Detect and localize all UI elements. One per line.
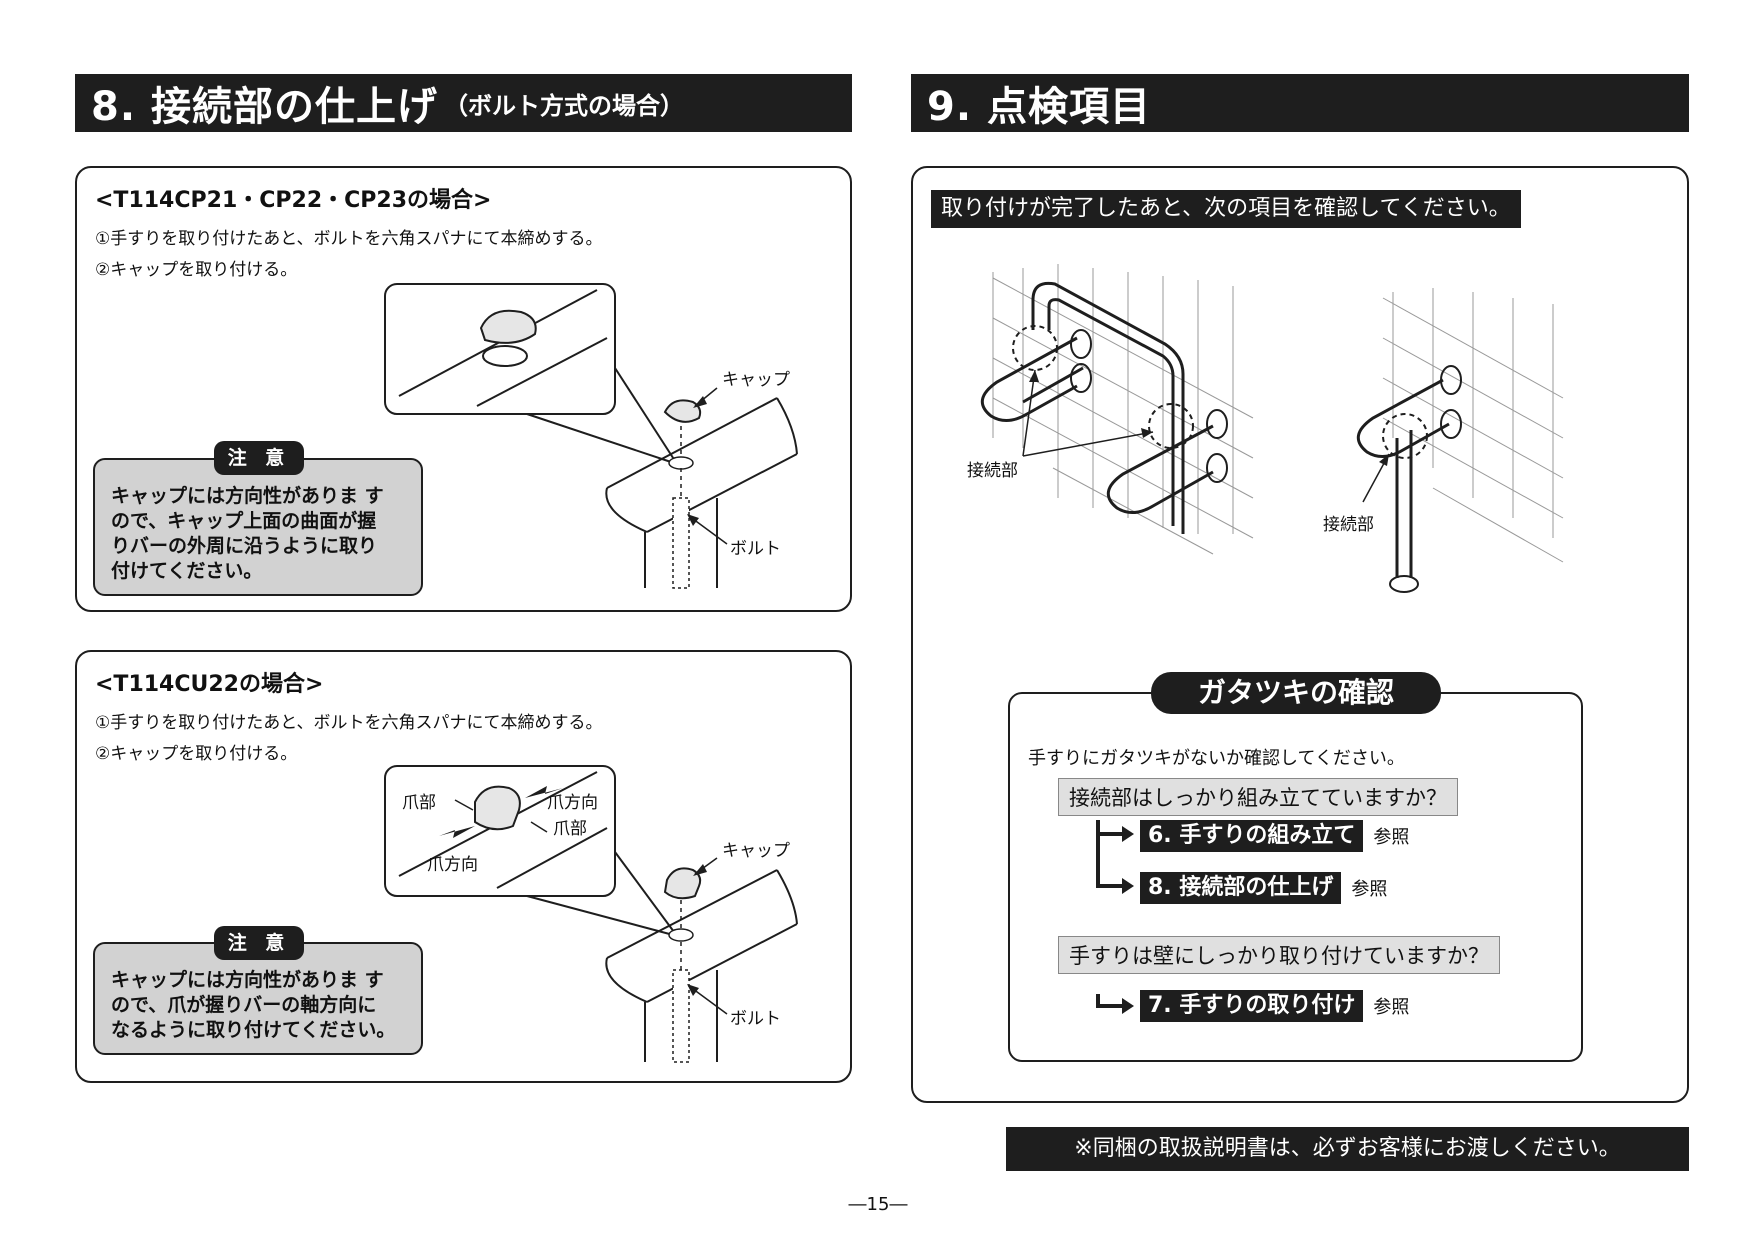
caution-tag-b: 注 意 (214, 926, 304, 960)
panel-inspection: 取り付けが完了したあと、次の項目を確認してください。 (911, 166, 1689, 1103)
question-joint: 接続部はしっかり組み立てていますか？ (1058, 778, 1458, 816)
panel-a-title: <T114CP21・CP22・CP23の場合> (95, 188, 492, 213)
ref-mounting-tag: 7. 手すりの取り付け (1140, 990, 1364, 1022)
ref-joint-finish-tag: 8. 接続部の仕上げ (1140, 872, 1342, 904)
footer-note: ※同梱の取扱説明書は、必ずお客様にお渡しください。 (1006, 1127, 1689, 1171)
section-8-subtitle: （ボルト方式の場合） (443, 91, 684, 120)
ref-joint-finish[interactable]: 8. 接続部の仕上げ 参照 (1140, 872, 1387, 904)
handrail-illustration (980, 264, 1564, 593)
page-number: ―15― (848, 1194, 908, 1215)
caution-b-line1: キャップには方向性がありま す (111, 969, 384, 991)
label-claw-2: 爪部 (553, 819, 587, 839)
question-wall: 手すりは壁にしっかり取り付けていますか？ (1058, 936, 1500, 974)
label-joint-left: 接続部 (967, 461, 1018, 481)
panel-a-step2: ②キャップを取り付ける。 (95, 260, 298, 280)
label-dir-2: 爪方向 (427, 855, 478, 875)
ref-mounting[interactable]: 7. 手すりの取り付け 参照 (1140, 990, 1409, 1022)
label-joint-right: 接続部 (1323, 515, 1374, 535)
label-dir-1: 爪方向 (547, 793, 598, 813)
caution-box-b: キャップには方向性がありま す ので、爪が握りバーの軸方向に なるように取り付け… (93, 942, 423, 1055)
caution-a-line1: キャップには方向性がありま す (111, 485, 384, 507)
ref-joint-finish-see: 参照 (1351, 879, 1388, 900)
flow-arrows (1096, 820, 1134, 1014)
label-cap-b: キャップ (722, 841, 790, 861)
panel-a-step1: ①手すりを取り付けたあと、ボルトを六角スパナにて本締めする。 (95, 229, 603, 249)
label-claw-1: 爪部 (402, 793, 436, 813)
cap-claw-illustration (384, 765, 798, 1063)
caution-a-line3: りバーの外周に沿うように取り (111, 535, 378, 557)
caution-tag-a: 注 意 (214, 441, 304, 475)
wobble-check-box: 手すりにガタツキがないか確認してください。 接続部はしっかり組み立てていますか？… (1008, 692, 1583, 1062)
section-8-title: 8. 接続部の仕上げ (91, 84, 438, 130)
caution-b-line3: なるように取り付けてください。 (111, 1019, 396, 1041)
section-8-header: 8. 接続部の仕上げ （ボルト方式の場合） (75, 74, 852, 132)
section-9-header: 9. 点検項目 (911, 74, 1689, 132)
ref-assembly-tag: 6. 手すりの組み立て (1140, 820, 1364, 852)
inspection-intro: 取り付けが完了したあと、次の項目を確認してください。 (931, 190, 1521, 228)
cap-install-illustration (384, 283, 798, 589)
label-cap-a: キャップ (722, 370, 790, 390)
label-bolt-a: ボルト (730, 539, 781, 559)
ref-assembly[interactable]: 6. 手すりの組み立て 参照 (1140, 820, 1409, 852)
caution-b-line2: ので、爪が握りバーの軸方向に (111, 994, 377, 1016)
panel-cu-model: <T114CU22の場合> ①手すりを取り付けたあと、ボルトを六角スパナにて本締… (75, 650, 852, 1083)
panel-b-step1: ①手すりを取り付けたあと、ボルトを六角スパナにて本締めする。 (95, 713, 603, 733)
caution-a-line2: ので、キャップ上面の曲面が握 (111, 510, 377, 532)
ref-mounting-see: 参照 (1373, 997, 1410, 1018)
panel-b-title: <T114CU22の場合> (95, 672, 324, 697)
section-9-title: 9. 点検項目 (927, 84, 1151, 130)
label-bolt-b: ボルト (730, 1009, 781, 1029)
caution-box-a: キャップには方向性がありま す ので、キャップ上面の曲面が握 りバーの外周に沿う… (93, 458, 423, 596)
panel-cp-models: <T114CP21・CP22・CP23の場合> ①手すりを取り付けたあと、ボルト… (75, 166, 852, 612)
ref-assembly-see: 参照 (1373, 827, 1410, 848)
caution-a-line4: 付けてください。 (111, 560, 263, 582)
wobble-check-intro: 手すりにガタツキがないか確認してください。 (1028, 748, 1405, 769)
wobble-check-title: ガタツキの確認 (1151, 672, 1441, 714)
panel-b-step2: ②キャップを取り付ける。 (95, 744, 298, 764)
